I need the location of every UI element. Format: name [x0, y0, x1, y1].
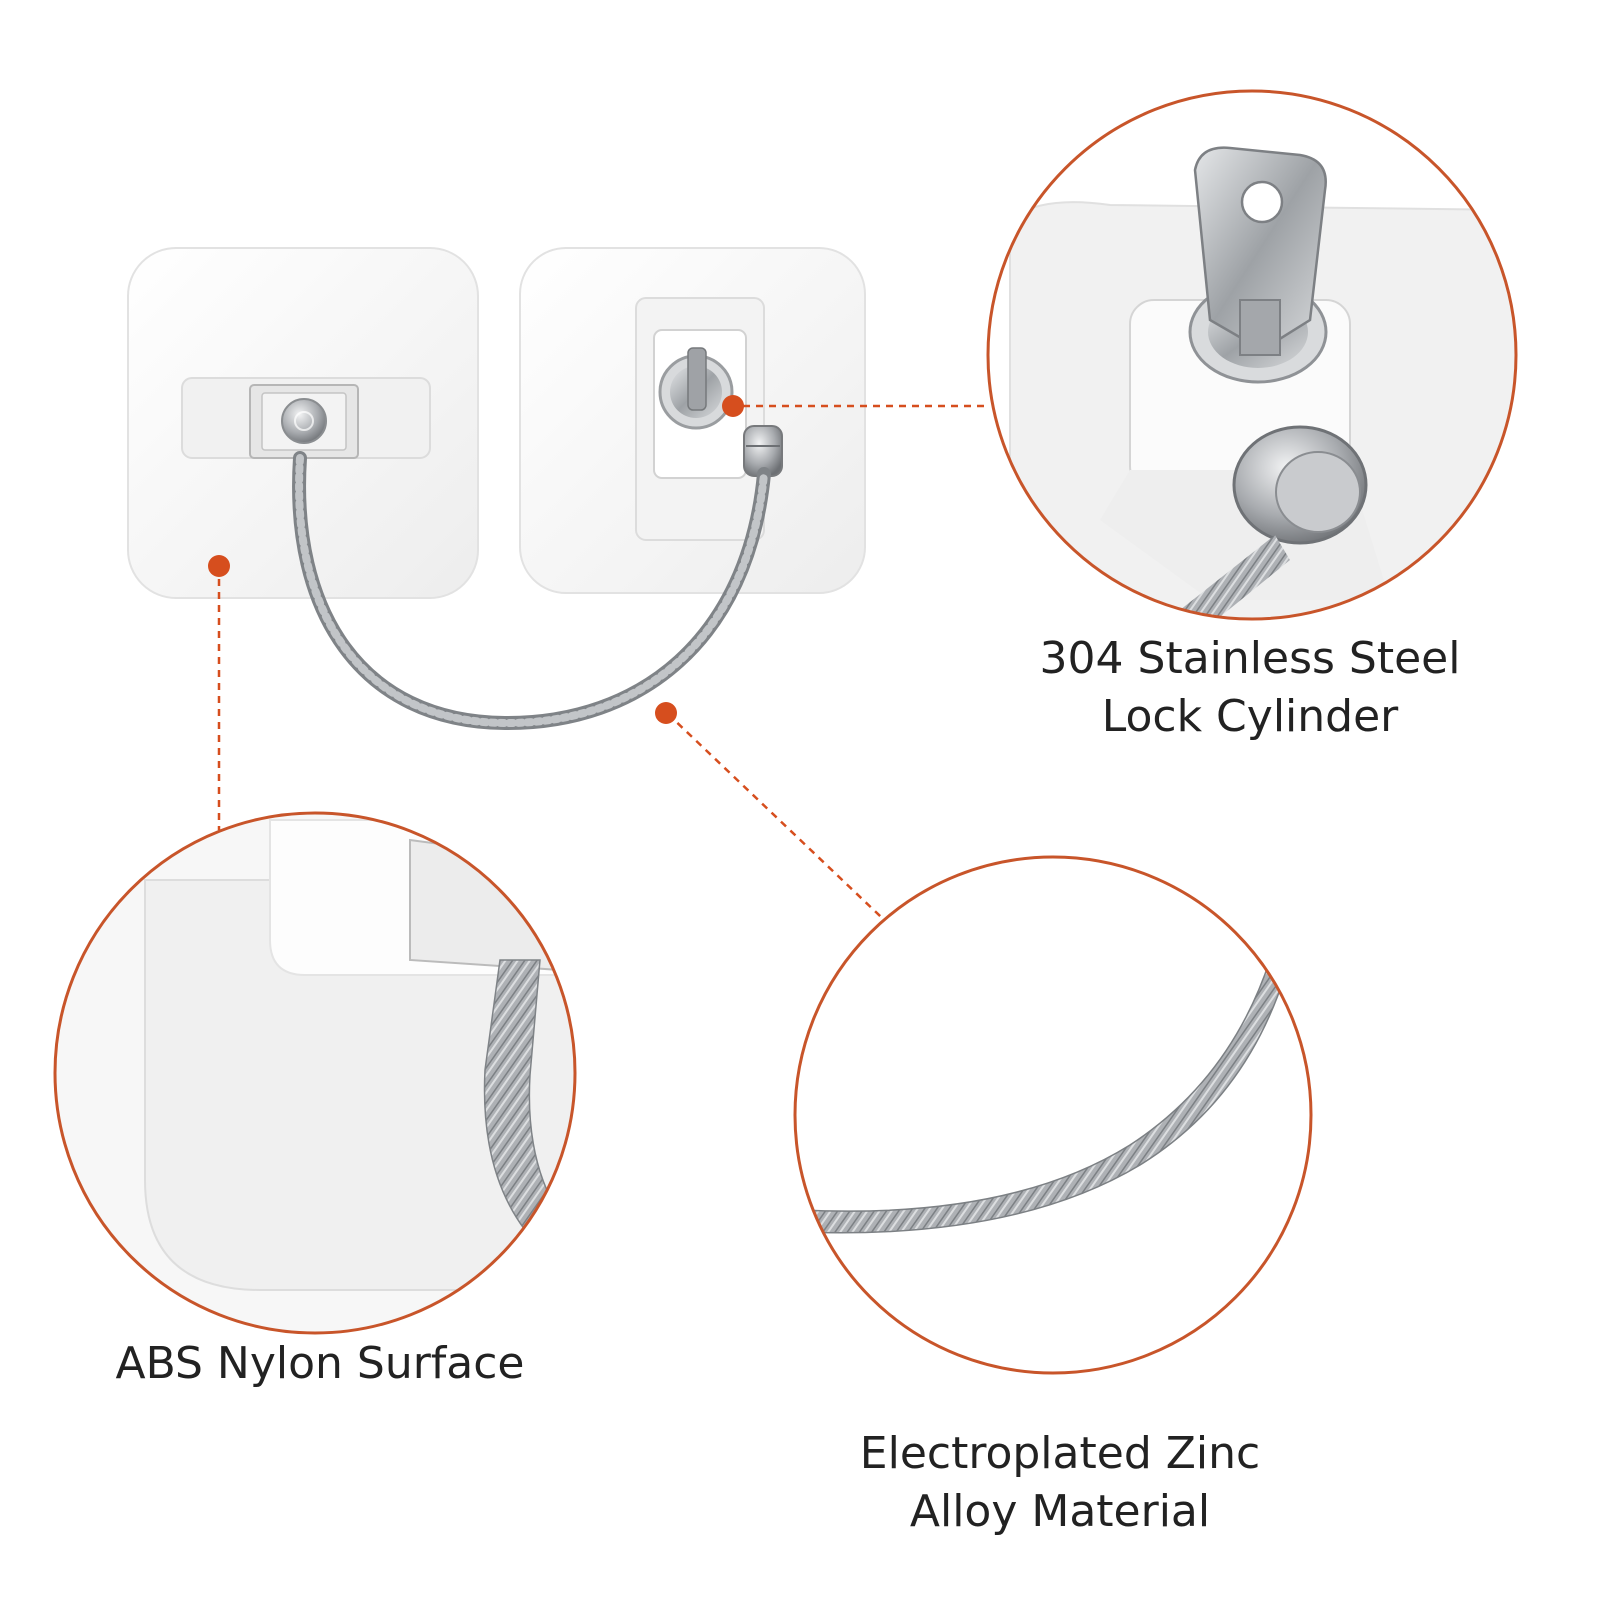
- label-cable-material: Electroplated Zinc Alloy Material: [840, 1425, 1280, 1541]
- key-icon: [1193, 146, 1327, 356]
- marker-dot-cable: [655, 702, 677, 724]
- cable-end-knob: [743, 425, 783, 477]
- callout-leaders: [217, 404, 990, 936]
- marker-dot-surface: [208, 555, 230, 577]
- zoom-abs-surface: [53, 811, 577, 1335]
- steel-cable-icon: [292, 451, 771, 731]
- label-lock-line1: 304 Stainless Steel: [1039, 633, 1461, 684]
- zoom-cable-material: [793, 855, 1313, 1375]
- right-adhesive-plate: [519, 247, 866, 594]
- label-zinc-line2: Alloy Material: [909, 1486, 1211, 1537]
- cable-anchor-knob: [281, 398, 327, 444]
- label-lock-line2: Lock Cylinder: [1101, 691, 1399, 742]
- lock-cylinder-icon: [658, 347, 734, 430]
- label-lock-cylinder: 304 Stainless Steel Lock Cylinder: [1030, 630, 1470, 746]
- label-abs-surface: ABS Nylon Surface: [90, 1335, 550, 1393]
- label-zinc-line1: Electroplated Zinc: [859, 1428, 1261, 1479]
- label-abs-line1: ABS Nylon Surface: [115, 1338, 525, 1389]
- marker-dot-lock: [722, 395, 744, 417]
- cable-end-knob-zoom: [1232, 425, 1368, 545]
- callout-dots: [208, 395, 744, 724]
- left-adhesive-plate: [127, 247, 479, 599]
- zoom-lock-cylinder: [986, 89, 1518, 621]
